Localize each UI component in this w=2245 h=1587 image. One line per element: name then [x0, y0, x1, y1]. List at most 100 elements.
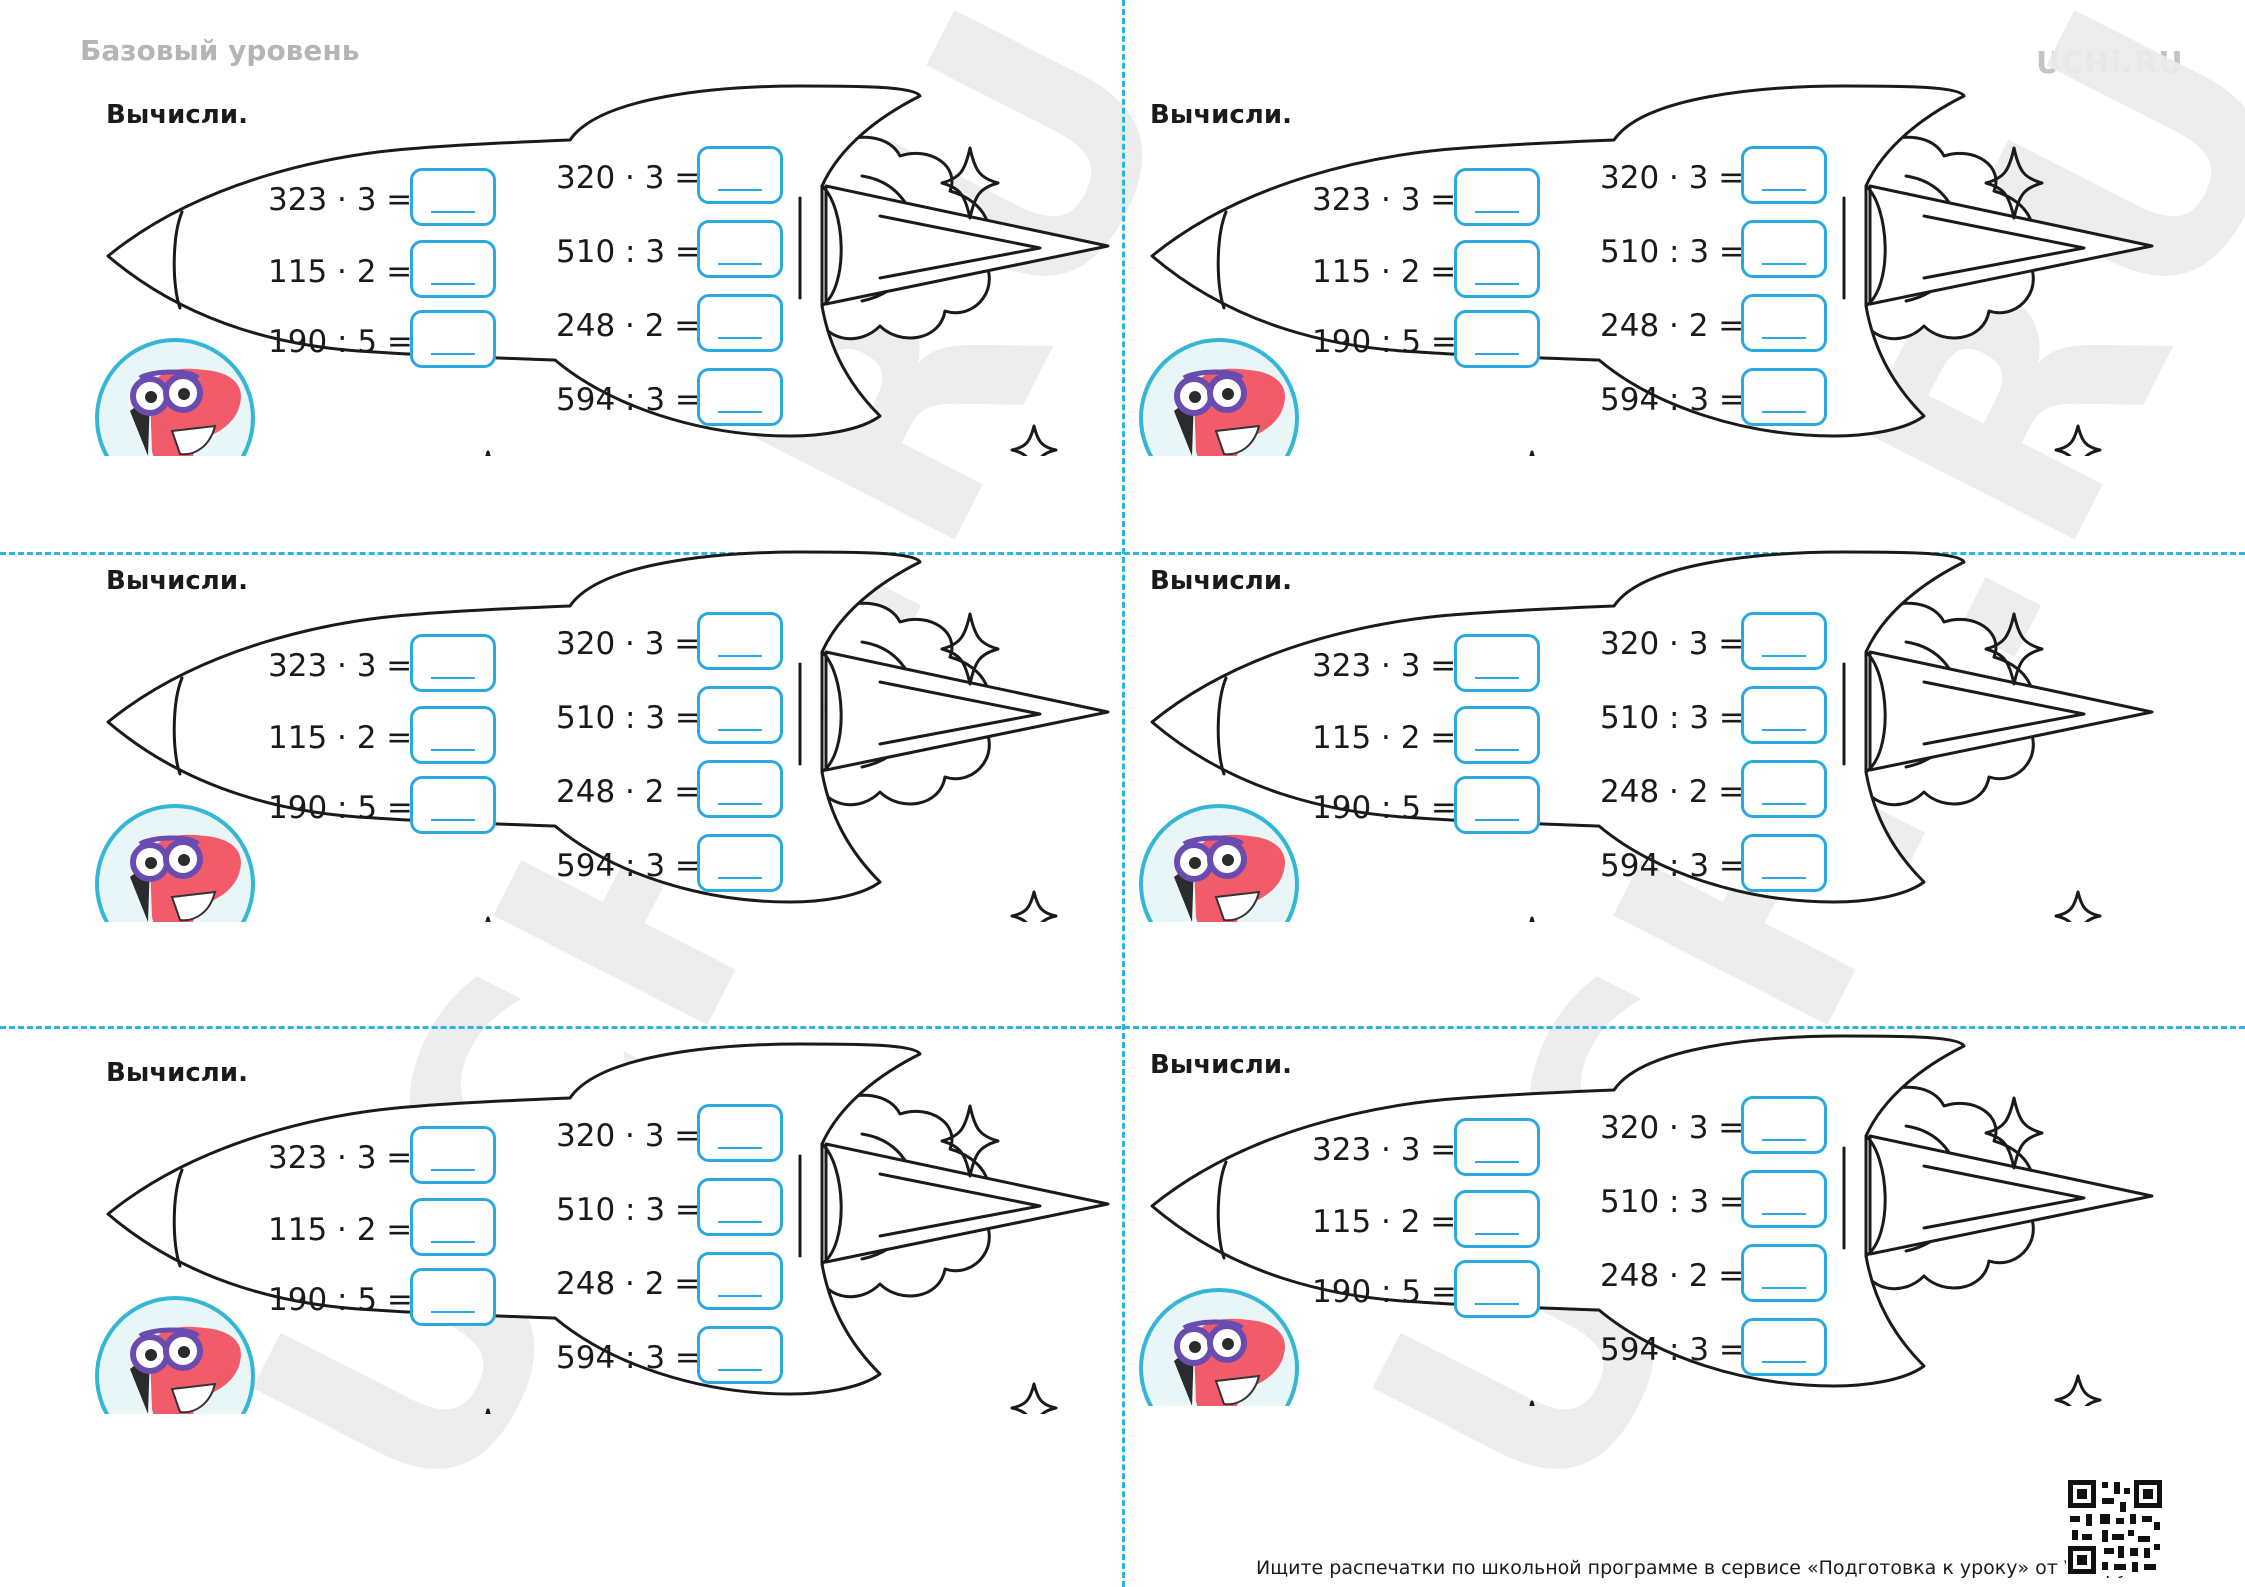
answer-box[interactable]: [410, 1198, 496, 1256]
answer-box[interactable]: [697, 146, 783, 204]
dino-astronaut-icon: [95, 1296, 255, 1414]
star-icon: [485, 1104, 1058, 1414]
answer-box[interactable]: [1741, 686, 1827, 744]
answer-box[interactable]: [697, 220, 783, 278]
expression-right-3: 248 · 2 =: [1600, 1258, 1745, 1294]
answer-box[interactable]: [1741, 1096, 1827, 1154]
level-label: Базовый уровень: [80, 34, 360, 67]
task-heading: Вычисли.: [106, 566, 248, 596]
answer-box[interactable]: [1454, 776, 1540, 834]
expression-right-1: 320 · 3 =: [556, 160, 701, 196]
answer-box[interactable]: [1741, 368, 1827, 426]
expression-left-2: 115 · 2 =: [268, 1212, 413, 1248]
task-heading: Вычисли.: [1150, 100, 1292, 130]
answer-box[interactable]: [410, 240, 496, 298]
expression-right-2: 510 : 3 =: [556, 700, 701, 736]
answer-box[interactable]: [697, 834, 783, 892]
answer-box[interactable]: [697, 1178, 783, 1236]
dino-astronaut-icon: [1139, 804, 1299, 922]
answer-box[interactable]: [1454, 168, 1540, 226]
star-icon: [1529, 146, 2102, 456]
answer-box[interactable]: [410, 1126, 496, 1184]
expression-right-3: 248 · 2 =: [556, 308, 701, 344]
answer-box[interactable]: [1741, 1170, 1827, 1228]
expression-right-4: 594 : 3 =: [1600, 848, 1745, 884]
expression-right-4: 594 : 3 =: [556, 848, 701, 884]
answer-box[interactable]: [697, 294, 783, 352]
answer-box[interactable]: [410, 706, 496, 764]
expression-left-2: 115 · 2 =: [268, 254, 413, 290]
star-icon: [1529, 1096, 2102, 1406]
task-card: Вычисли. 323 · 3 = 115 · 2 = 190 : 5 = 3…: [1044, 0, 2166, 456]
answer-box[interactable]: [1741, 1244, 1827, 1302]
expression-right-1: 320 · 3 =: [556, 1118, 701, 1154]
expression-right-2: 510 : 3 =: [1600, 234, 1745, 270]
answer-box[interactable]: [1741, 294, 1827, 352]
expression-right-1: 320 · 3 =: [1600, 626, 1745, 662]
expression-left-3: 190 : 5 =: [1312, 1274, 1457, 1310]
expression-right-2: 510 : 3 =: [556, 1192, 701, 1228]
answer-box[interactable]: [1454, 706, 1540, 764]
expression-left-3: 190 : 5 =: [268, 324, 413, 360]
expression-left-1: 323 · 3 =: [268, 182, 413, 218]
expression-left-1: 323 · 3 =: [1312, 1132, 1457, 1168]
expression-left-2: 115 · 2 =: [1312, 720, 1457, 756]
answer-box[interactable]: [410, 310, 496, 368]
answer-box[interactable]: [1454, 1260, 1540, 1318]
task-heading: Вычисли.: [1150, 566, 1292, 596]
answer-box[interactable]: [697, 1252, 783, 1310]
answer-box[interactable]: [1741, 612, 1827, 670]
answer-box[interactable]: [1741, 834, 1827, 892]
task-heading: Вычисли.: [1150, 1050, 1292, 1080]
answer-box[interactable]: [1741, 220, 1827, 278]
task-heading: Вычисли.: [106, 100, 248, 130]
answer-box[interactable]: [1454, 634, 1540, 692]
expression-right-1: 320 · 3 =: [1600, 1110, 1745, 1146]
answer-box[interactable]: [697, 1326, 783, 1384]
task-card: Вычисли. 323 · 3 = 115 · 2 = 190 : 5 = 3…: [0, 944, 1122, 1414]
expression-left-3: 190 : 5 =: [268, 1282, 413, 1318]
expression-left-1: 323 · 3 =: [1312, 182, 1457, 218]
answer-box[interactable]: [1454, 310, 1540, 368]
expression-left-3: 190 : 5 =: [268, 790, 413, 826]
expression-left-3: 190 : 5 =: [1312, 324, 1457, 360]
answer-box[interactable]: [697, 686, 783, 744]
expression-right-2: 510 : 3 =: [556, 234, 701, 270]
answer-box[interactable]: [697, 612, 783, 670]
expression-right-2: 510 : 3 =: [1600, 1184, 1745, 1220]
answer-box[interactable]: [1454, 1118, 1540, 1176]
answer-box[interactable]: [1454, 1190, 1540, 1248]
expression-left-3: 190 : 5 =: [1312, 790, 1457, 826]
answer-box[interactable]: [697, 1104, 783, 1162]
expression-right-1: 320 · 3 =: [556, 626, 701, 662]
footer-text: Ищите распечатки по школьной программе в…: [1256, 1557, 2135, 1579]
brand-logo: UCHi.RU: [2036, 46, 2184, 81]
answer-box[interactable]: [410, 1268, 496, 1326]
answer-box[interactable]: [410, 634, 496, 692]
expression-right-4: 594 : 3 =: [1600, 382, 1745, 418]
dino-astronaut-icon: [1139, 1288, 1299, 1406]
answer-box[interactable]: [410, 168, 496, 226]
answer-box[interactable]: [1741, 146, 1827, 204]
answer-box[interactable]: [1454, 240, 1540, 298]
answer-box[interactable]: [410, 776, 496, 834]
qr-code-icon: [2066, 1478, 2164, 1576]
expression-right-3: 248 · 2 =: [1600, 774, 1745, 810]
expression-right-1: 320 · 3 =: [1600, 160, 1745, 196]
answer-box[interactable]: [697, 760, 783, 818]
expression-left-1: 323 · 3 =: [1312, 648, 1457, 684]
expression-right-3: 248 · 2 =: [1600, 308, 1745, 344]
expression-left-1: 323 · 3 =: [268, 648, 413, 684]
task-card: Вычисли. 323 · 3 = 115 · 2 = 190 : 5 = 3…: [1044, 936, 2166, 1406]
task-card: Вычисли. 323 · 3 = 115 · 2 = 190 : 5 = 3…: [1044, 452, 2166, 922]
answer-box[interactable]: [697, 368, 783, 426]
star-icon: [1529, 612, 2102, 922]
expression-left-2: 115 · 2 =: [268, 720, 413, 756]
expression-right-4: 594 : 3 =: [556, 1340, 701, 1376]
answer-box[interactable]: [1741, 1318, 1827, 1376]
task-card: Вычисли. 323 · 3 = 115 · 2 = 190 : 5 = 3…: [0, 0, 1122, 456]
dino-astronaut-icon: [95, 804, 255, 922]
answer-box[interactable]: [1741, 760, 1827, 818]
cut-line-horizontal: [0, 552, 2245, 555]
expression-right-3: 248 · 2 =: [556, 774, 701, 810]
